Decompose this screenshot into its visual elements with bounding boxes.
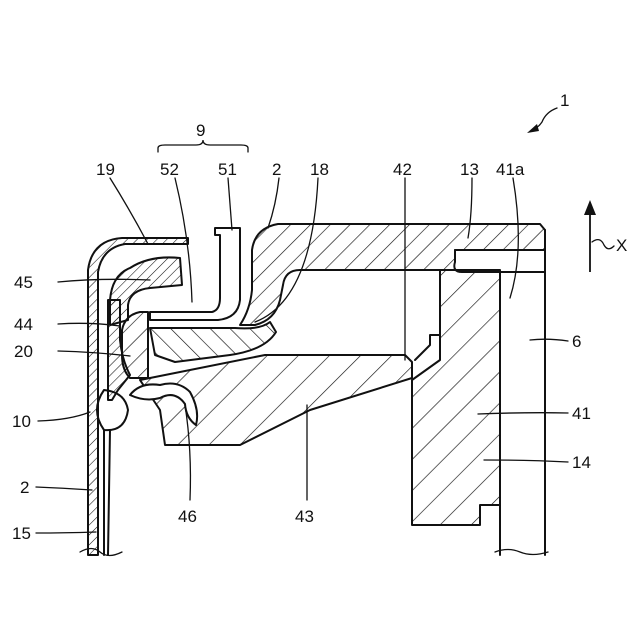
label-9: 9	[196, 121, 205, 140]
label-9-brace	[158, 140, 248, 152]
label-19: 19	[96, 160, 115, 179]
part-13-tab	[454, 250, 545, 272]
x-direction-arrow	[584, 200, 614, 272]
break-line-left	[80, 549, 122, 556]
label-13: 13	[460, 160, 479, 179]
label-43: 43	[295, 507, 314, 526]
label-15: 15	[12, 524, 31, 543]
label-10: 10	[12, 412, 31, 431]
label-14: 14	[572, 453, 591, 472]
label-45: 45	[14, 273, 33, 292]
label-2-left: 2	[20, 478, 29, 497]
label-41: 41	[572, 404, 591, 423]
label-44: 44	[14, 315, 33, 334]
label-20: 20	[14, 342, 33, 361]
part-41-block	[412, 270, 500, 525]
label-2-top: 2	[272, 160, 281, 179]
label-1: 1	[560, 91, 569, 110]
part-15-lower-sheet	[104, 430, 110, 555]
label-1-arrowhead	[527, 124, 539, 133]
label-18: 18	[310, 160, 329, 179]
part-6-plate	[500, 230, 545, 555]
label-51: 51	[218, 160, 237, 179]
label-46: 46	[178, 507, 197, 526]
label-x: X	[616, 236, 627, 255]
part-42-step	[415, 272, 440, 360]
label-52: 52	[160, 160, 179, 179]
label-6: 6	[572, 332, 581, 351]
part-6-break	[495, 550, 548, 555]
label-41a: 41a	[496, 160, 525, 179]
label-42: 42	[393, 160, 412, 179]
